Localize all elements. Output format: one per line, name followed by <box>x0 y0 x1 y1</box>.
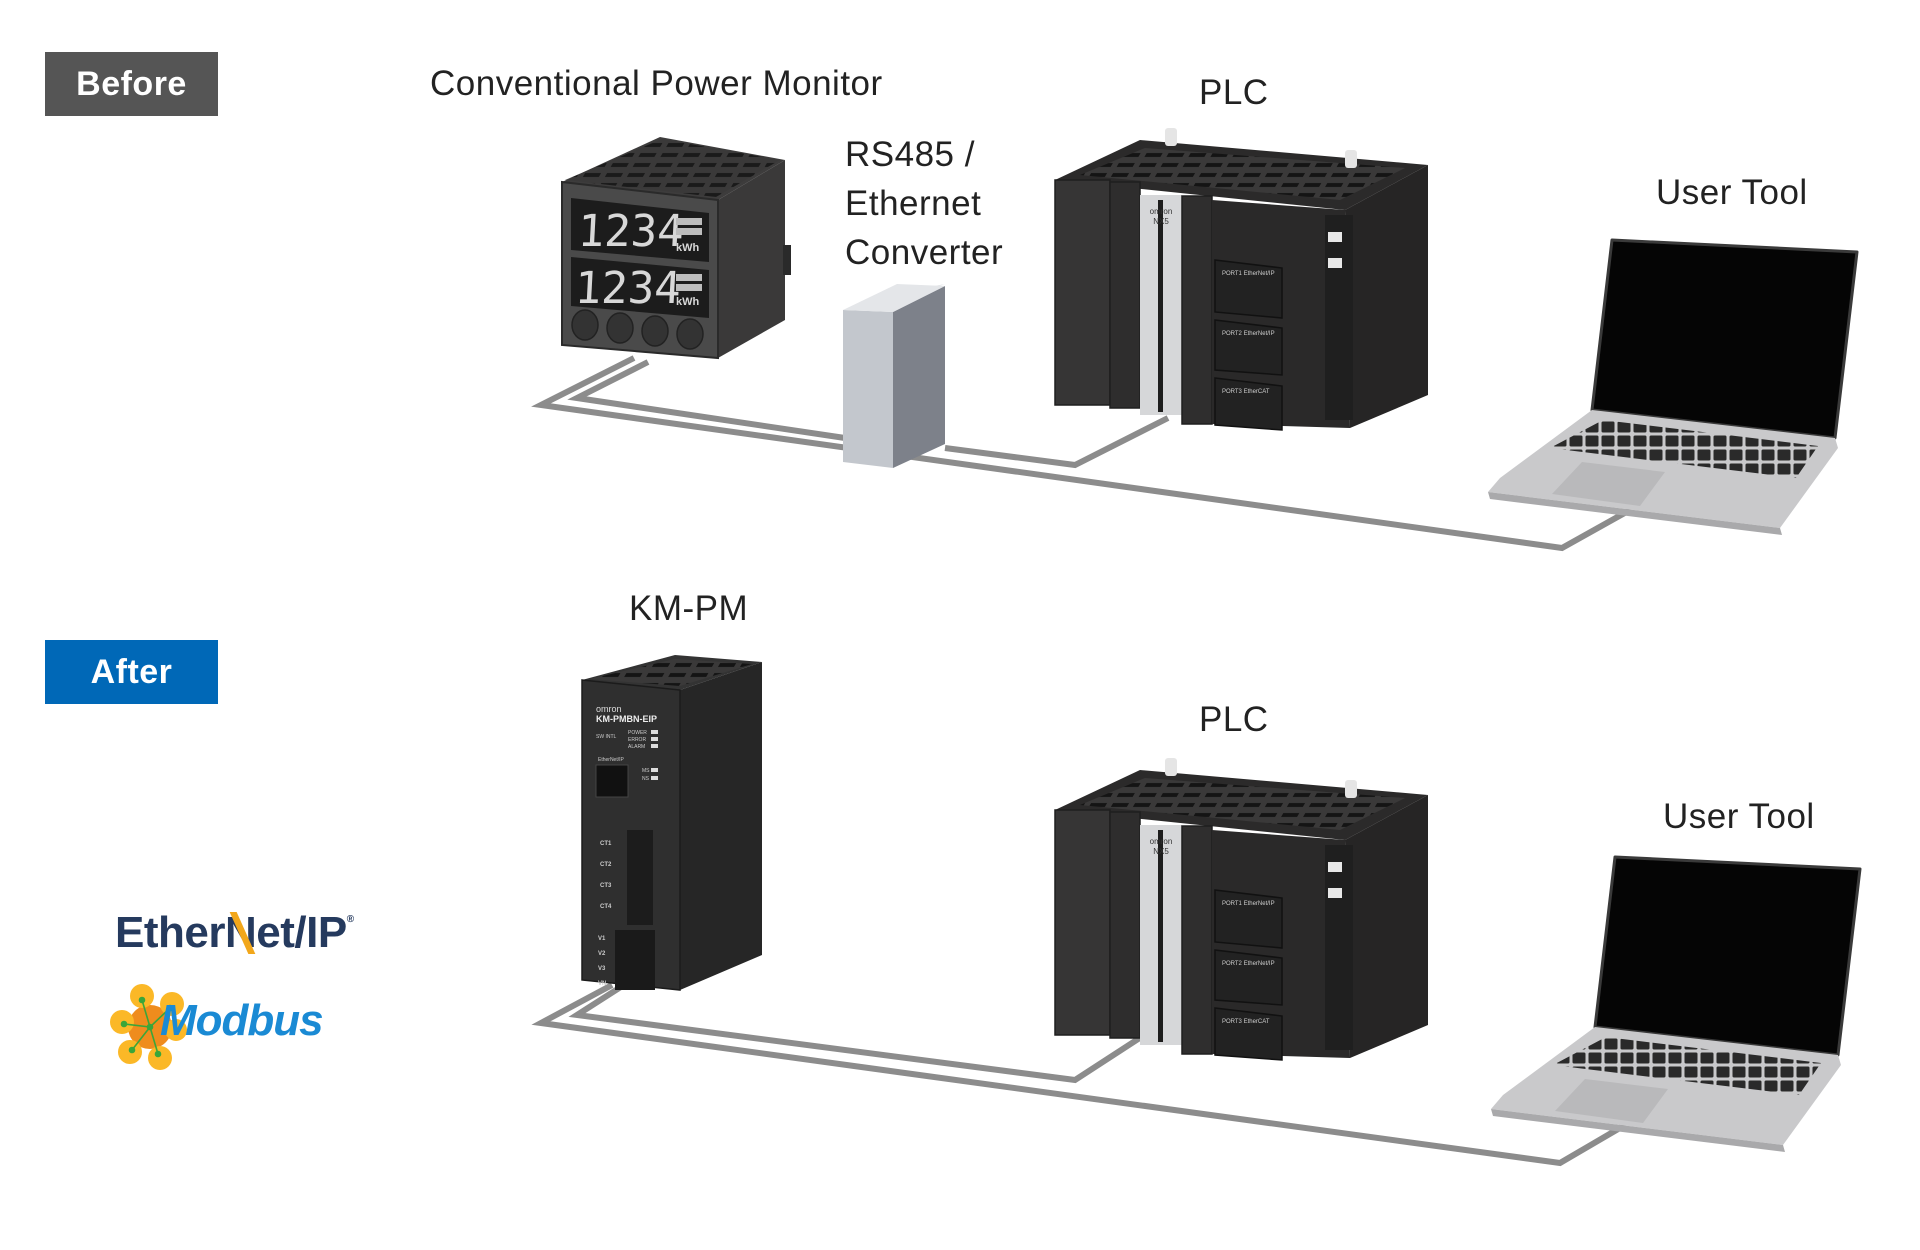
ethernet-ip-logo: EtherNet/IP® <box>115 908 354 958</box>
kmpm-ns-label: NS <box>642 776 650 782</box>
laptop-after <box>1489 855 1862 1154</box>
registered-mark: ® <box>346 914 354 925</box>
converter-label-line2: Ethernet <box>845 184 982 223</box>
kmpm-indicator-power: POWER <box>628 730 647 736</box>
display-row2-value: 1234 <box>574 263 683 314</box>
converter-label-line1: RS485 / <box>845 135 975 174</box>
display-row1-unit: kWh <box>676 242 700 254</box>
kmpm-brand: omron <box>596 704 622 714</box>
before-cables <box>531 355 1632 552</box>
cable-kmpm-to-plc <box>568 980 1154 1084</box>
cable-monitor-to-converter <box>567 359 846 441</box>
kmpm-v2-label: V2 <box>598 951 606 957</box>
conventional-power-monitor: 1234 1234 kWh kWh <box>561 137 791 360</box>
ethernet-ip-text-a: Ether <box>115 908 225 957</box>
kmpm-ct3-label: CT3 <box>600 883 612 889</box>
ethernet-ip-n: N <box>225 908 257 958</box>
kmpm-ct2-label: CT2 <box>600 862 612 868</box>
kmpm-switch-label: SW INTL <box>596 734 616 740</box>
power-monitor-label: Conventional Power Monitor <box>430 64 883 103</box>
plc-brand: omron <box>1150 207 1173 216</box>
kmpm-ct1-label: CT1 <box>600 841 612 847</box>
monitor-button-2 <box>606 312 634 344</box>
plc-label-before: PLC <box>1199 73 1269 112</box>
monitor-button-1 <box>571 309 599 341</box>
kmpm-v3-label: V3 <box>598 966 606 972</box>
converter-label-line3: Converter <box>845 233 1004 272</box>
kmpm-ethernet-port <box>595 764 629 798</box>
plc-model: NX5 <box>1153 217 1169 226</box>
after-cables <box>531 980 1627 1167</box>
plc-port1-label: PORT1 EtherNet/IP <box>1222 271 1275 277</box>
km-pm-device: omron KM-PMBN-EIP SW INTL POWER ERROR AL… <box>581 655 762 991</box>
display-row1-value: 1234 <box>577 206 686 257</box>
cable-kmpm-to-laptop <box>531 982 1627 1167</box>
before-badge: Before <box>45 52 218 116</box>
user-tool-label-after: User Tool <box>1663 797 1815 836</box>
rs485-ethernet-converter <box>843 284 945 468</box>
km-pm-label: KM-PM <box>629 589 749 628</box>
user-tool-label-before: User Tool <box>1656 173 1808 212</box>
monitor-button-4 <box>676 318 704 350</box>
modbus-wordmark: Modbus <box>160 996 324 1045</box>
kmpm-ct4-label: CT4 <box>600 904 612 910</box>
converter-label: RS485 / Ethernet Converter <box>845 130 1003 277</box>
kmpm-indicator-alarm: ALARM <box>628 744 645 750</box>
kmpm-port-label: EtherNet/IP <box>598 757 625 763</box>
plc-before: omron NX5 PORT1 EtherNet/IP PORT2 EtherN… <box>1054 128 1428 431</box>
plc-port2-label: PORT2 EtherNet/IP <box>1222 331 1275 337</box>
kmpm-vn-label: VN <box>598 981 606 987</box>
cable-monitor-to-laptop <box>531 355 1632 552</box>
kmpm-ms-label: MS <box>642 768 650 774</box>
kmpm-indicator-error: ERROR <box>628 737 646 743</box>
after-badge: After <box>45 640 218 704</box>
laptop-before <box>1488 238 1859 535</box>
kmpm-model: KM-PMBN-EIP <box>596 714 657 724</box>
modbus-network-icon <box>110 984 187 1070</box>
plc-port3-label: PORT3 EtherCAT <box>1222 389 1270 395</box>
plc-after <box>1054 757 1429 1061</box>
modbus-logo: Modbus <box>110 982 370 1072</box>
cable-converter-to-plc <box>944 415 1170 469</box>
plc-label-after: PLC <box>1199 700 1269 739</box>
ethernet-ip-text-b: et/IP <box>256 908 347 957</box>
display-row2-unit: kWh <box>676 296 700 308</box>
monitor-button-3 <box>641 315 669 347</box>
kmpm-v1-label: V1 <box>598 936 606 942</box>
